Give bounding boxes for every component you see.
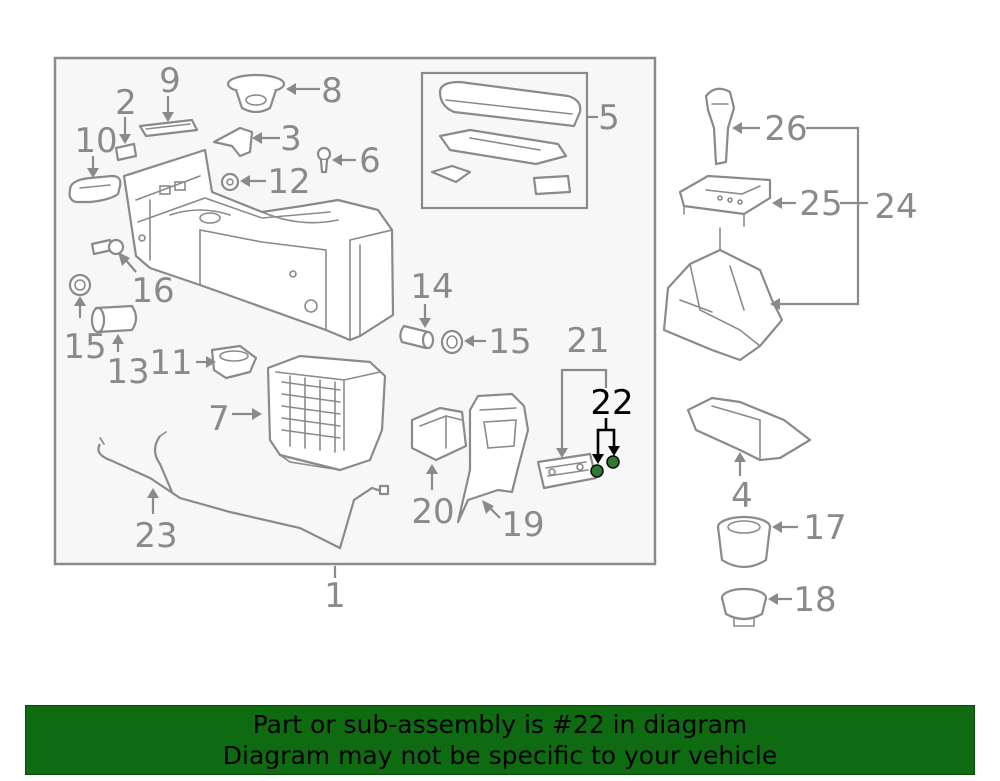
callout-5: 5	[598, 98, 620, 138]
callout-17: 17	[803, 508, 846, 548]
callout-6: 6	[359, 141, 381, 181]
callout-labels: 9 2 10 8 3 6 12 5 16 14 15 15 13 11 21 2…	[63, 61, 917, 620]
part-16-socket	[90, 238, 125, 256]
part-14-cylinder	[399, 324, 435, 350]
callout-14: 14	[410, 267, 453, 307]
info-banner: Part or sub-assembly is #22 in diagram D…	[25, 705, 975, 775]
callout-22: 22	[590, 383, 633, 423]
parts-diagram: 9 2 10 8 3 6 12 5 16 14 15 15 13 11 21 2…	[53, 56, 918, 627]
part-13-cylinder	[90, 304, 138, 334]
part-11-cup	[210, 344, 258, 380]
callout-10: 10	[74, 121, 117, 161]
callout-15-right: 15	[488, 322, 531, 362]
part-5-latch	[430, 164, 572, 196]
callout-7: 7	[208, 399, 230, 439]
callout-12: 12	[267, 162, 310, 202]
console-body	[122, 148, 395, 342]
banner-line-1: Part or sub-assembly is #22 in diagram	[252, 710, 748, 739]
part-22-knobs	[590, 455, 620, 478]
callout-25: 25	[799, 184, 842, 224]
callout-11: 11	[149, 343, 192, 383]
part-25-shift-bezel	[678, 174, 772, 227]
callout-22-leader	[592, 418, 620, 464]
callout-4: 4	[731, 476, 753, 516]
callout-8: 8	[321, 71, 343, 111]
part-8-speaker	[226, 73, 286, 114]
callout-21: 21	[566, 321, 609, 361]
callout-18: 18	[793, 580, 836, 620]
part-6-pushpin	[316, 146, 332, 174]
part-7-bin	[266, 354, 387, 472]
part-5-lid-hinge	[438, 128, 568, 166]
callout-9: 9	[159, 61, 181, 101]
callout-19: 19	[501, 505, 544, 545]
callout-15-left: 15	[63, 327, 106, 367]
part-5-armrest-lid	[438, 80, 582, 128]
part-26-shift-knob	[704, 87, 736, 166]
part-21-control-module	[536, 452, 598, 490]
part-9-pad	[138, 118, 199, 138]
banner-line-2: Diagram may not be specific to your vehi…	[222, 741, 778, 770]
callout-2: 2	[115, 83, 137, 123]
part-17-cupholder	[716, 515, 772, 569]
part-20-bracket	[410, 406, 468, 462]
callout-26: 26	[764, 109, 807, 149]
part-10-bezel	[68, 174, 122, 204]
callout-3: 3	[280, 119, 302, 159]
part-15-cap-left	[68, 273, 92, 297]
part-3-bracket	[212, 126, 254, 158]
part-18-insert	[720, 587, 768, 627]
part-15-cap-right	[440, 329, 464, 355]
part-12-grommet	[220, 172, 240, 192]
callout-23: 23	[134, 516, 177, 556]
part-4-bracket	[686, 396, 812, 462]
part-2-clip	[114, 142, 138, 162]
callout-24: 24	[874, 187, 917, 227]
callout-20: 20	[411, 492, 454, 532]
part-23-harness	[97, 431, 390, 550]
part-24-shifter	[662, 227, 784, 362]
leaders	[74, 83, 868, 605]
callout-1: 1	[324, 576, 346, 616]
part-19-rear-panel	[456, 392, 530, 524]
callout-13: 13	[106, 352, 149, 392]
callout-16: 16	[131, 271, 174, 311]
